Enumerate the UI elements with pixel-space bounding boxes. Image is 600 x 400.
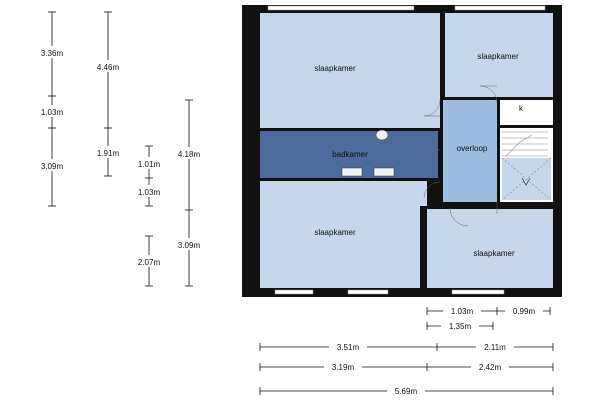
dim-h-0-99: 0.99m — [513, 307, 536, 316]
dim-h-2-11: 2.11m — [484, 343, 506, 352]
room-k — [500, 100, 553, 125]
stair-arrow-icon — [521, 177, 531, 186]
room-slaapkamer-bottom-left — [260, 181, 420, 288]
room-overloop — [443, 100, 497, 202]
windows — [267, 5, 546, 295]
dim-v-1-03-a: 1.03m — [41, 108, 64, 117]
dim-h-2-42: 2.42m — [479, 363, 502, 372]
dim-v-1-01: 1.01m — [138, 160, 161, 169]
dim-v-1-91: 1.91m — [97, 149, 120, 158]
label-slaapkamer-bottom-right: slaapkamer — [473, 249, 515, 258]
room-slaapkamer-bottom-left-ext — [418, 181, 427, 206]
label-slaapkamer-top-right: slaapkamer — [477, 52, 519, 61]
room-slaapkamer-top-right — [445, 13, 553, 97]
dim-v-4-46: 4.46m — [97, 63, 120, 72]
dim-h-3-19: 3.19m — [332, 363, 355, 372]
label-k: k — [519, 104, 524, 113]
dim-v-3-36: 3.36m — [41, 49, 64, 58]
dim-v-3-09-b: 3.09m — [178, 241, 201, 250]
dim-v-4-18: 4.18m — [178, 150, 201, 159]
dim-h-1-03: 1.03m — [451, 307, 474, 316]
dim-v-3-09-a: 3.09m — [41, 162, 64, 171]
room-slaapkamer-bottom-right — [427, 209, 553, 288]
stairs — [501, 131, 552, 201]
label-slaapkamer-top-left: slaapkamer — [314, 64, 356, 73]
label-slaapkamer-bottom-left: slaapkamer — [314, 228, 356, 237]
label-badkamer: badkamer — [332, 150, 368, 159]
dim-h-3-51: 3.51m — [337, 343, 360, 352]
bathroom-fixtures — [341, 129, 395, 177]
room-slaapkamer-top-left — [260, 13, 440, 128]
doors — [423, 85, 498, 227]
label-overloop: overloop — [457, 144, 488, 153]
dim-v-2-07: 2.07m — [138, 258, 161, 267]
dim-v-1-03-b: 1.03m — [138, 188, 161, 197]
dim-h-1-35: 1.35m — [449, 322, 472, 331]
dim-h-5-69: 5.69m — [395, 387, 418, 396]
